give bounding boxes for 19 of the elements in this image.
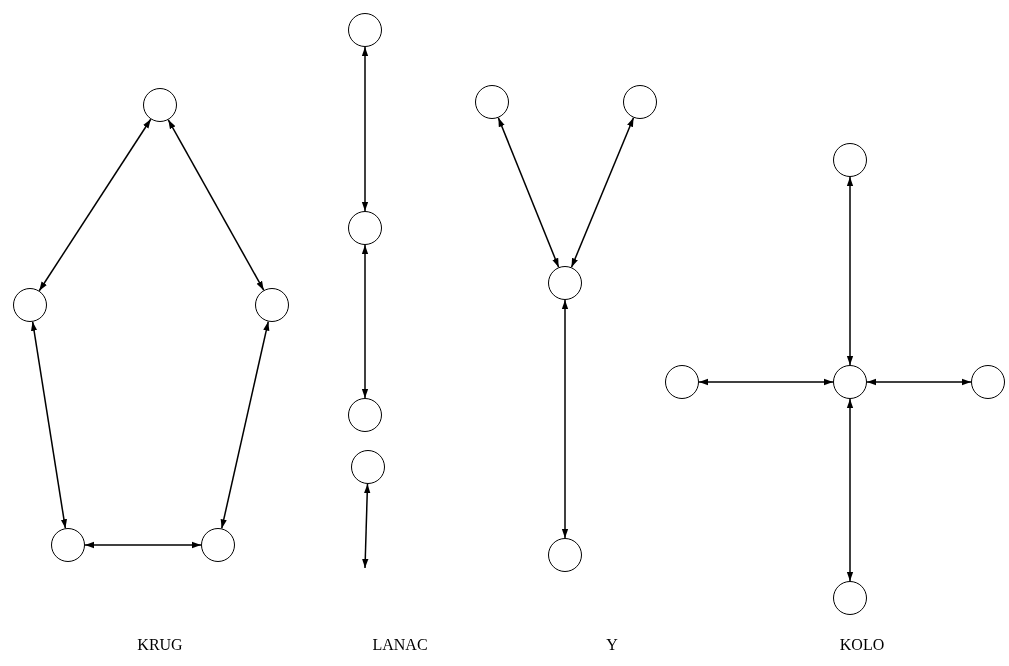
double-arrow [846, 398, 854, 582]
double-arrow [30, 321, 68, 529]
double-arrow [361, 46, 369, 212]
double-arrow [167, 119, 265, 291]
double-arrow [362, 483, 371, 569]
double-arrow [497, 117, 560, 268]
double-arrow [38, 118, 152, 292]
double-arrow [570, 116, 635, 269]
network-label: LANAC [372, 636, 428, 654]
double-arrow [220, 320, 270, 530]
double-arrow [698, 378, 834, 386]
double-arrow [846, 176, 854, 366]
double-arrow [561, 299, 569, 539]
double-arrow [84, 541, 202, 549]
double-arrow [866, 378, 972, 386]
double-arrow [361, 244, 369, 399]
network-label: Y [606, 636, 618, 654]
network-label: KOLO [839, 636, 885, 654]
network-label: KRUG [137, 636, 183, 654]
